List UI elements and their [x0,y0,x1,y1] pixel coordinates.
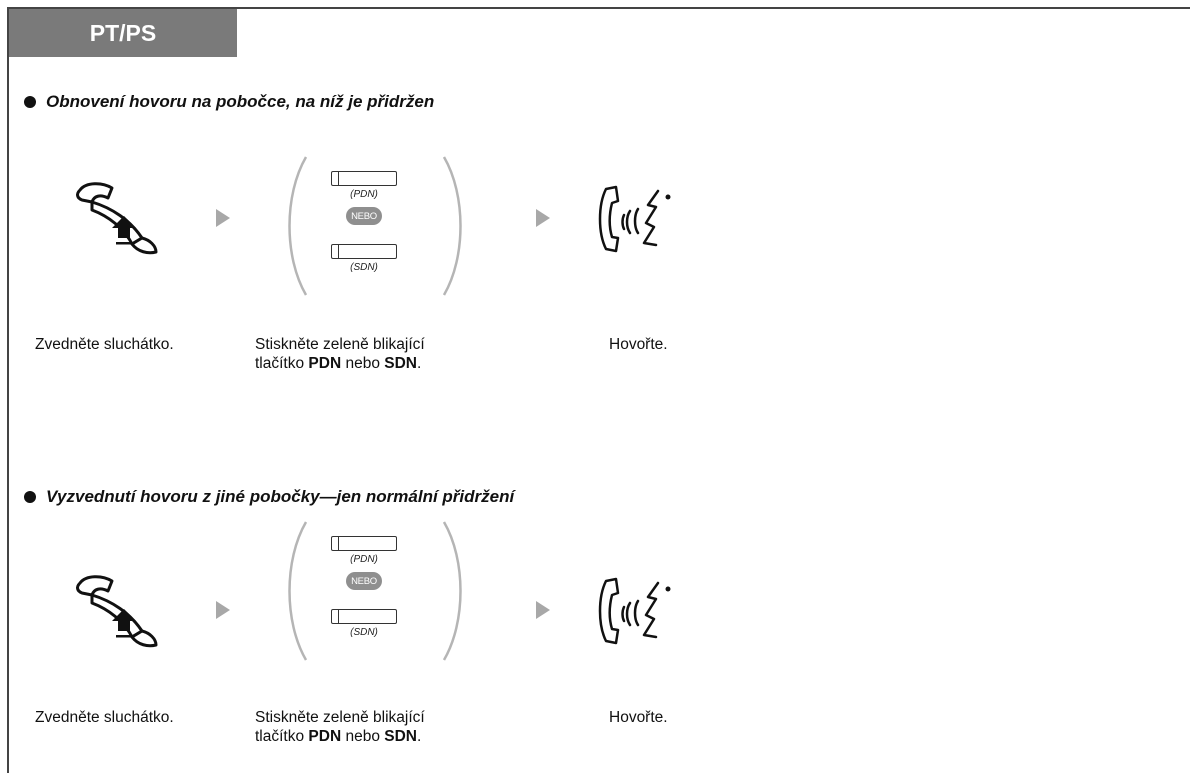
pdn-key-label: (PDN) [350,189,378,200]
press-caption-end: . [417,355,422,372]
line-button-group: (PDN) NEBO (SDN) [280,520,470,662]
section-title-text: Vyzvednutí hovoru z jiné pobočky—jen nor… [46,487,515,506]
press-caption-pdn: PDN [308,728,342,745]
section-title: Obnovení hovoru na pobočce, na níž je př… [24,92,434,112]
press-caption-prefix: tlačítko [255,355,309,372]
press-caption-line2: tlačítko PDN nebo SDN. [255,727,425,746]
section-title-text: Obnovení hovoru na pobočce, na níž je př… [46,92,435,111]
lift-caption: Zvedněte sluchátko. [35,709,174,726]
right-paren-icon [442,156,462,296]
line-button-group: (PDN) NEBO (SDN) [280,155,470,297]
pdn-key-icon[interactable] [331,171,397,186]
lift-caption: Zvedněte sluchátko. [35,336,174,353]
talk-icon [598,577,671,645]
talk-caption: Hovořte. [609,709,668,726]
bullet-icon [24,96,36,108]
pdn-key-icon[interactable] [331,536,397,551]
page-frame [7,7,1190,773]
off-hook-handset-icon [76,575,158,648]
arrow-right-icon [536,209,550,227]
press-caption-mid: nebo [341,728,385,745]
bullet-icon [24,491,36,503]
left-paren-icon [288,521,308,661]
or-pill: NEBO [346,572,382,590]
press-caption-line1: Stiskněte zeleně blikající [255,709,425,726]
section-title: Vyzvednutí hovoru z jiné pobočky—jen nor… [24,487,514,507]
press-caption-sdn: SDN [384,728,417,745]
press-caption-line2: tlačítko PDN nebo SDN. [255,354,425,373]
press-caption-prefix: tlačítko [255,728,309,745]
sdn-key-label: (SDN) [350,627,378,638]
left-paren-icon [288,156,308,296]
arrow-right-icon [536,601,550,619]
press-caption: Stiskněte zeleně blikající tlačítko PDN … [255,335,425,373]
arrow-right-icon [216,601,230,619]
or-pill: NEBO [346,207,382,225]
right-paren-icon [442,521,462,661]
sdn-key-icon[interactable] [331,244,397,259]
talk-caption: Hovořte. [609,336,668,353]
press-caption-end: . [417,728,422,745]
pdn-key-label: (PDN) [350,554,378,565]
sdn-key-label: (SDN) [350,262,378,273]
off-hook-handset-icon [76,182,158,255]
press-caption-sdn: SDN [384,355,417,372]
talk-icon [598,185,671,253]
arrow-right-icon [216,209,230,227]
press-caption: Stiskněte zeleně blikající tlačítko PDN … [255,708,425,746]
section-tab: PT/PS [9,9,237,57]
press-caption-line1: Stiskněte zeleně blikající [255,336,425,353]
sdn-key-icon[interactable] [331,609,397,624]
press-caption-pdn: PDN [308,355,342,372]
press-caption-mid: nebo [341,355,385,372]
